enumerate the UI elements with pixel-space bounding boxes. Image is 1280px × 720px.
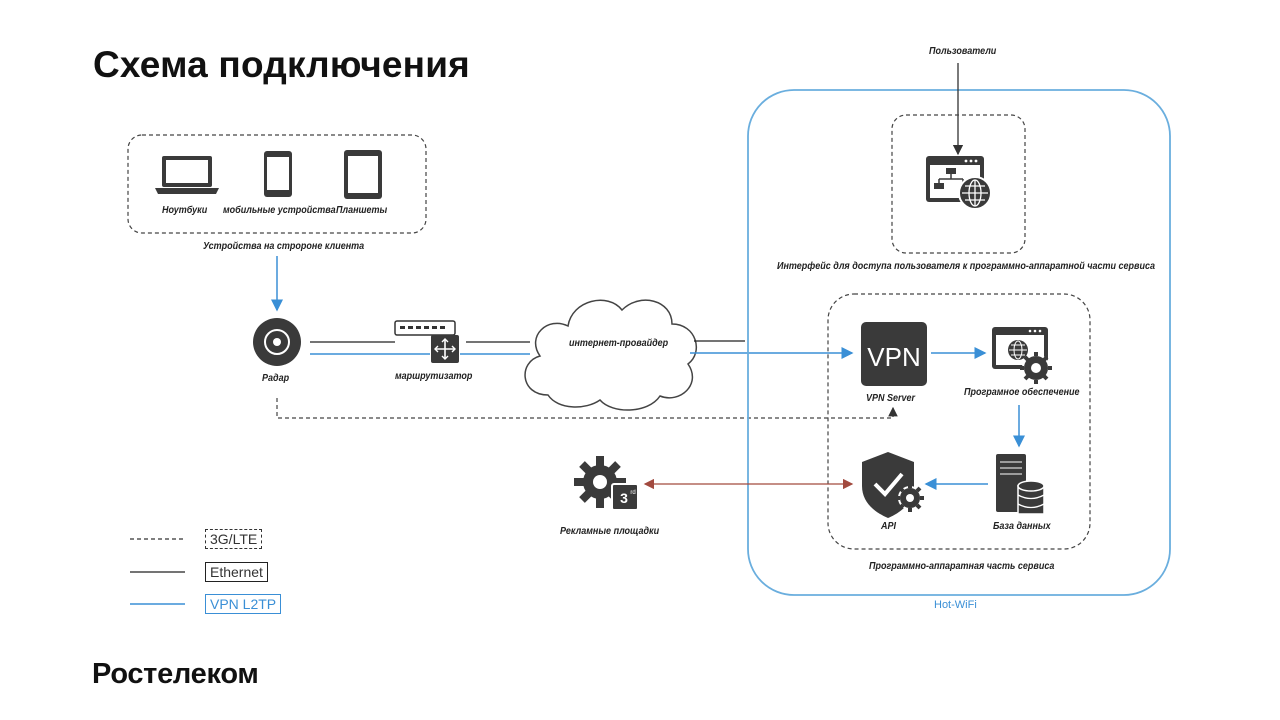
provider-label: интернет-провайдер — [569, 338, 669, 349]
api-icon — [862, 452, 924, 518]
router-icon — [394, 320, 459, 363]
laptop-icon — [155, 156, 219, 194]
radar-label: Радар — [262, 373, 290, 384]
software-icon — [992, 327, 1052, 384]
tablet-label: Планшеты — [336, 205, 388, 216]
lte-path — [276, 398, 898, 419]
cloud-icon — [524, 299, 698, 411]
vpn-server-icon: VPN — [861, 322, 927, 386]
database-label: База данных — [993, 521, 1051, 532]
hw-label: Программно-аппаратная часть сервиса — [869, 561, 1055, 572]
api-label: API — [881, 521, 897, 532]
client-group-label: Устройства на стророне клиента — [203, 241, 365, 252]
hot-wifi-container — [747, 89, 1171, 596]
brand-logo: Ростелеком — [92, 658, 259, 690]
vpn-icon-text: VPN — [867, 342, 920, 372]
database-icon — [996, 454, 1045, 515]
smartphone-icon — [264, 151, 292, 197]
vpn-server-label: VPN Server — [866, 393, 916, 404]
radar-icon — [253, 318, 301, 366]
legend-ethernet-label: Ethernet — [205, 562, 268, 582]
mobile-label: мобильные устройства — [223, 205, 336, 216]
ads-badge-number: 3 — [620, 490, 628, 506]
legend-vpn-label: VPN L2TP — [205, 594, 282, 614]
ads-badge-suffix: rd — [630, 490, 635, 496]
tablet-icon — [344, 150, 382, 199]
users-label: Пользователи — [929, 46, 997, 57]
ads-label: Рекламные площадки — [560, 526, 660, 537]
laptop-label: Ноутбуки — [162, 205, 208, 216]
interface-box — [891, 114, 1026, 254]
client-devices-group — [127, 134, 427, 234]
ads-gear-icon: 3 rd — [574, 456, 639, 511]
interface-label: Интерфейс для доступа пользователя к про… — [777, 261, 1155, 272]
page-title: Схема подключения — [93, 44, 470, 85]
router-label: маршрутизатор — [395, 371, 473, 382]
web-interface-icon — [926, 156, 992, 210]
container-label: Hot-WiFi — [934, 599, 977, 611]
hw-box — [827, 293, 1091, 550]
legend-lte-label: 3G/LTE — [205, 529, 263, 549]
software-label: Програмное обеспечение — [964, 387, 1080, 398]
